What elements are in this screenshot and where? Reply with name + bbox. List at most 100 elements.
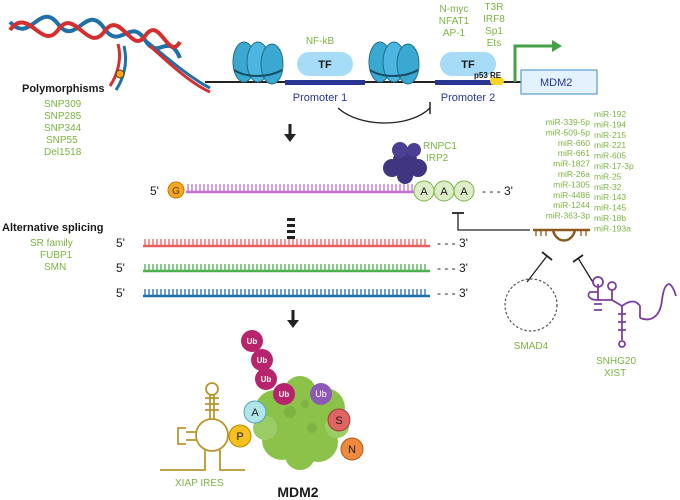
xiap-ires-structure xyxy=(160,382,245,471)
mirna-name: miR-32 xyxy=(594,182,622,192)
nfkb-label: NF-kB xyxy=(306,36,335,47)
rnpc1-label: RNPC1 xyxy=(423,141,457,152)
polymorphism-item: SNP285 xyxy=(44,111,82,122)
splice-5prime: 5' xyxy=(116,286,125,300)
neddylation-mark xyxy=(340,437,364,461)
mirna-name: miR-25 xyxy=(594,171,622,181)
promoter-2-region xyxy=(435,80,501,85)
poly-a-base: A xyxy=(460,186,468,198)
ubiquitin-label: Ub xyxy=(261,375,272,384)
tf-name: IRF8 xyxy=(483,14,505,25)
phosphorylation-label: P xyxy=(236,431,243,443)
lnc-inhibition-bar xyxy=(572,254,584,263)
polymorphism-item: SNP55 xyxy=(46,135,78,146)
mrna-5prime: 5' xyxy=(150,184,159,198)
tf-1-bubble xyxy=(297,52,353,76)
tf-1-label: TF xyxy=(318,59,332,71)
poly-a-tail: A A A xyxy=(413,180,475,202)
splice-3prime: - - - 3' xyxy=(437,261,468,275)
mrna-3prime: - - - 3' xyxy=(482,184,513,198)
xiap-ires-label: XIAP IRES xyxy=(175,478,224,489)
mrna-cap xyxy=(167,181,185,199)
mdm2-gene-label: MDM2 xyxy=(540,77,572,89)
down-arrow-icon xyxy=(284,124,296,142)
irp2-label: IRP2 xyxy=(426,153,449,164)
tf-2-label: TF xyxy=(461,59,475,71)
sumoylation-mark xyxy=(327,408,351,432)
mdm2-protein-label: MDM2 xyxy=(277,484,318,500)
tf-name: T3R xyxy=(485,2,504,13)
mirna-name: miR-509-5p xyxy=(546,127,591,137)
snp-marker xyxy=(115,69,125,79)
splicing-indicator xyxy=(287,218,295,239)
mirna-inhibition-line xyxy=(457,214,530,231)
splicing-title: Alternative splicing xyxy=(2,222,103,234)
polymorphism-item: SNP344 xyxy=(44,123,82,134)
smad4-circrna xyxy=(504,278,558,332)
mirna-name: miR-194 xyxy=(594,119,626,129)
splice-3prime: - - - 3' xyxy=(437,236,468,250)
mirna-name: miR-26a xyxy=(558,169,590,179)
ubiquitin-label: Ub xyxy=(247,337,258,346)
nucleosome-2 xyxy=(368,41,420,85)
mirna-name: miR-143 xyxy=(594,192,626,202)
mirna-name: miR-17-3p xyxy=(594,161,634,171)
mirna-name: miR-1305 xyxy=(553,179,590,189)
neddylation-label: N xyxy=(348,444,356,456)
splicing-factor: FUBP1 xyxy=(40,250,73,261)
ubiquitin-label: Ub xyxy=(279,390,290,399)
splice-5prime: 5' xyxy=(116,261,125,275)
ubiquitin-chain: Ub Ub Ub Ub Ub xyxy=(241,330,332,405)
mirna-list-1: miR-339-5pmiR-509-5pmiR-660miR-661miR-18… xyxy=(546,117,591,221)
tf-list-a: N-myc NFAT1 AP-1 xyxy=(439,4,470,39)
tss-arrow-head xyxy=(552,40,562,52)
mirna-name: miR-1244 xyxy=(553,200,590,210)
mdm2-gene-box xyxy=(520,69,598,95)
smad4-inhibition-bar xyxy=(541,251,553,261)
tf-2-bubble xyxy=(440,52,496,76)
xist-label: XIST xyxy=(604,368,626,379)
ubiquitin-label: Ub xyxy=(315,389,327,399)
tf-name: Sp1 xyxy=(485,26,503,37)
p1-inhibits-p2-arc xyxy=(337,107,431,124)
promoter-1-region xyxy=(285,80,365,85)
rnpc1-irp2-protein xyxy=(383,142,427,184)
polymorphism-list: SNP309 SNP285 SNP344 SNP55 Del1518 xyxy=(44,99,82,158)
tf-name: N-myc xyxy=(440,4,469,15)
mirna-name: miR-363-3p xyxy=(546,211,591,221)
splice-3prime: - - - 3' xyxy=(437,286,468,300)
mirna-name: miR-4486 xyxy=(553,190,590,200)
lnc-inhibition-line xyxy=(577,257,595,285)
snhg20-label: SNHG20 xyxy=(596,356,636,367)
mirna-name: miR-145 xyxy=(594,203,626,213)
splice-variants: 5' - - - 3' 5' - - - 3' 5' - - - 3' xyxy=(116,236,468,300)
tf-name: NFAT1 xyxy=(439,16,470,27)
mirna-name: miR-660 xyxy=(558,138,590,148)
splice-5prime: 5' xyxy=(116,236,125,250)
smad4-label: SMAD4 xyxy=(514,341,549,352)
p53-re-box xyxy=(490,77,504,85)
promoter-1-label: Promoter 1 xyxy=(293,92,347,104)
mirna-name: miR-193a xyxy=(594,223,631,233)
tf-name: AP-1 xyxy=(443,28,466,39)
ubiquitin-label: Ub xyxy=(257,356,268,365)
acetylation-mark xyxy=(243,400,267,424)
splicing-factors: SR family FUBP1 SMN xyxy=(30,238,73,273)
tf-list-b: T3R IRF8 Sp1 Ets xyxy=(483,2,505,49)
down-arrow-icon xyxy=(287,310,299,328)
phosphorylation-mark xyxy=(228,424,252,448)
poly-a-base: A xyxy=(420,186,428,198)
splicing-factor: SR family xyxy=(30,238,73,249)
smad4-inhibition-line xyxy=(526,255,548,283)
mirna-name: miR-215 xyxy=(594,130,626,140)
tf-name: Ets xyxy=(487,38,501,49)
promoter-2-label: Promoter 2 xyxy=(441,92,495,104)
splicing-factor: SMN xyxy=(44,262,66,273)
mirna-hairpin xyxy=(533,228,590,242)
mirna-name: miR-192 xyxy=(594,109,626,119)
mrna-cap-label: G xyxy=(172,186,180,197)
mirna-name: miR-339-5p xyxy=(546,117,591,127)
tss-arrow xyxy=(513,44,552,82)
